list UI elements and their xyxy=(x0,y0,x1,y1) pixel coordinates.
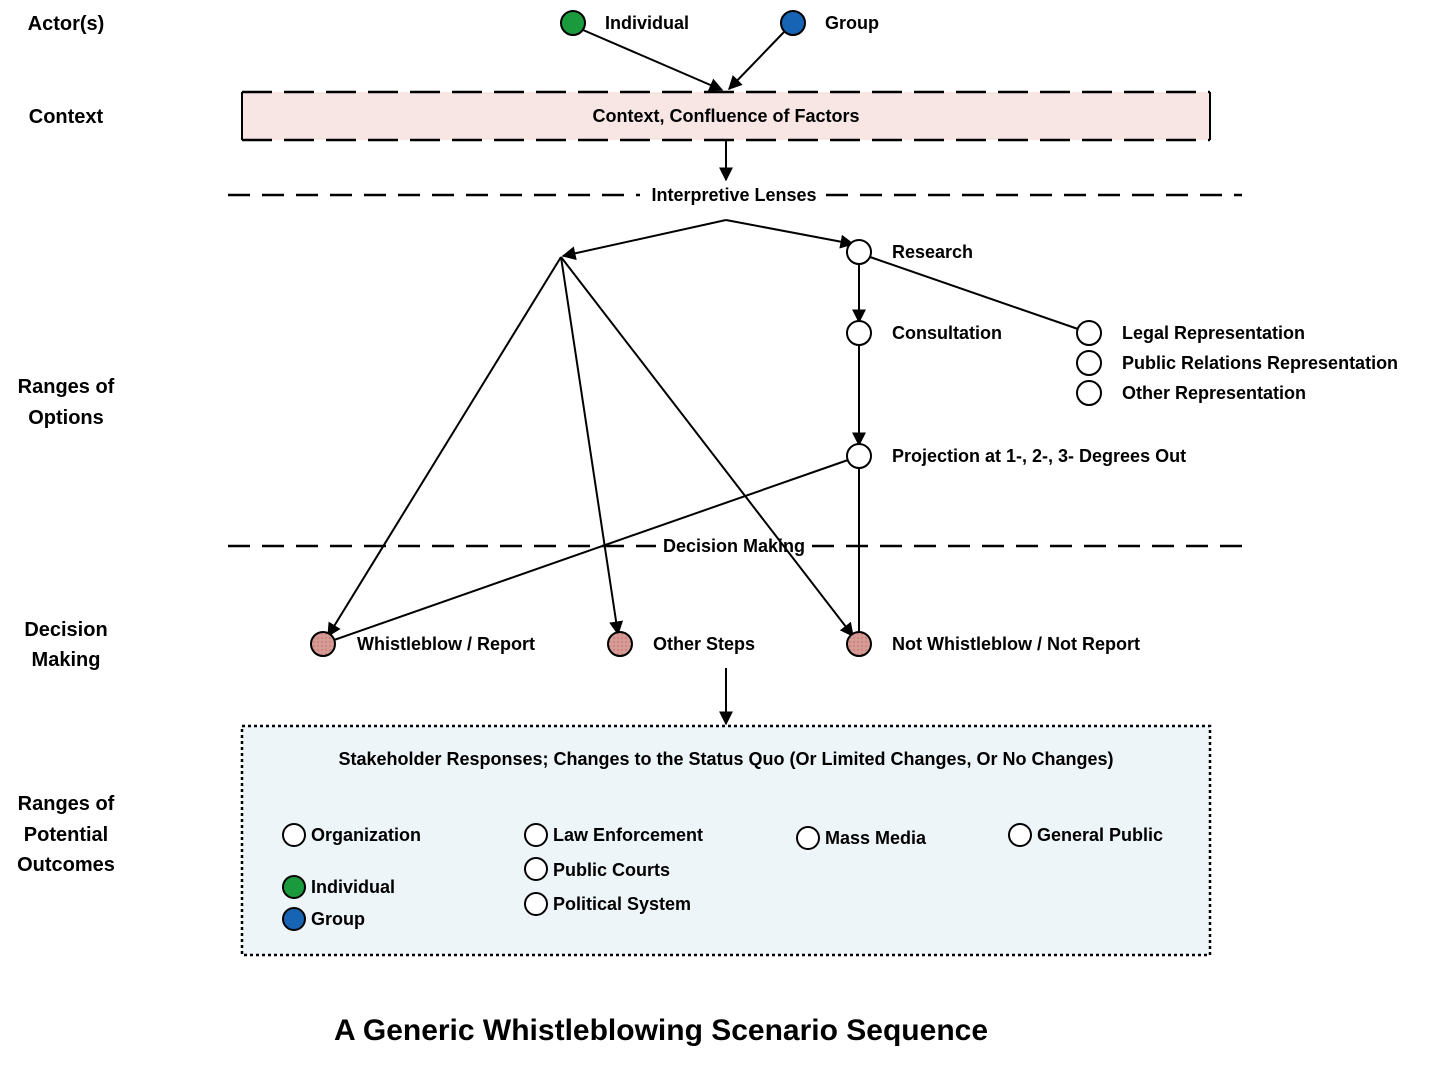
edge-individual-to-context xyxy=(582,29,724,92)
decision-making-divider: Decision Making xyxy=(228,536,1242,556)
public-courts-label: Public Courts xyxy=(553,860,670,880)
law-enforcement-node xyxy=(524,823,548,847)
edge-group-to-context xyxy=(728,31,785,91)
research-label: Research xyxy=(892,242,973,262)
lane-decision-line2: Making xyxy=(32,649,101,671)
whistleblow-node xyxy=(310,631,336,657)
lane-decision-line1: Decision xyxy=(24,619,107,641)
outcome-individual-label: Individual xyxy=(311,877,395,897)
whistleblow-label: Whistleblow / Report xyxy=(357,634,535,654)
context-box-label: Context, Confluence of Factors xyxy=(592,106,859,126)
edge-lenses-to-research xyxy=(725,219,855,249)
outcome-individual-node xyxy=(282,875,306,899)
other-rep-label: Other Representation xyxy=(1122,383,1306,403)
research-node xyxy=(846,239,872,265)
political-system-node xyxy=(524,892,548,916)
option-nodes: Research Consultation Legal Representati… xyxy=(846,239,1398,469)
outcomes-box: Stakeholder Responses; Changes to the St… xyxy=(240,724,1212,957)
projection-label: Projection at 1-, 2-, 3- Degrees Out xyxy=(892,446,1186,466)
other-rep-node xyxy=(1076,380,1102,406)
organization-node xyxy=(282,823,306,847)
law-enforcement-label: Law Enforcement xyxy=(553,825,703,845)
consultation-label: Consultation xyxy=(892,323,1002,343)
option-edges xyxy=(327,219,1079,641)
legal-label: Legal Representation xyxy=(1122,323,1305,343)
edge-lenses-to-branch xyxy=(561,219,727,261)
edge-research-to-legal xyxy=(869,256,1079,330)
outcome-group-label: Group xyxy=(311,909,365,929)
interpretive-lenses-label: Interpretive Lenses xyxy=(651,185,816,205)
political-system-label: Political System xyxy=(553,894,691,914)
public-relations-label: Public Relations Representation xyxy=(1122,353,1398,373)
consultation-node xyxy=(846,320,872,346)
lane-labels: Actor(s) Context Ranges of Options Decis… xyxy=(17,13,115,876)
organization-label: Organization xyxy=(311,825,421,845)
other-steps-node xyxy=(607,631,633,657)
projection-node xyxy=(846,443,872,469)
outcomes-heading: Stakeholder Responses; Changes to the St… xyxy=(338,749,1113,769)
legal-node xyxy=(1076,320,1102,346)
edge-branch-to-other-steps xyxy=(560,256,624,636)
edge-branch-to-whistleblow xyxy=(327,256,562,638)
lane-options-line1: Ranges of xyxy=(18,376,115,398)
actors: Individual Group xyxy=(560,10,879,92)
lane-context: Context xyxy=(29,106,104,128)
public-relations-node xyxy=(1076,350,1102,376)
group-label: Group xyxy=(825,13,879,33)
individual-label: Individual xyxy=(605,13,689,33)
mass-media-node xyxy=(796,826,820,850)
interpretive-lenses-divider: Interpretive Lenses xyxy=(228,185,1242,205)
mass-media-label: Mass Media xyxy=(825,828,927,848)
public-courts-node xyxy=(524,857,548,881)
lane-actors: Actor(s) xyxy=(28,13,105,35)
general-public-node xyxy=(1008,823,1032,847)
context-box: Context, Confluence of Factors xyxy=(241,90,1211,142)
general-public-label: General Public xyxy=(1037,825,1163,845)
lane-outcomes-line3: Outcomes xyxy=(17,854,115,876)
individual-node xyxy=(560,10,586,36)
lane-options-line2: Options xyxy=(28,407,104,429)
other-steps-label: Other Steps xyxy=(653,634,755,654)
outcomes-box-frame xyxy=(240,724,1212,957)
not-whistleblow-label: Not Whistleblow / Not Report xyxy=(892,634,1140,654)
decision-making-label: Decision Making xyxy=(663,536,805,556)
lane-outcomes-line1: Ranges of xyxy=(18,793,115,815)
context-box-fill xyxy=(242,92,1210,140)
not-whistleblow-node xyxy=(846,631,872,657)
edge-projection-to-whistleblow xyxy=(333,459,849,641)
edge-branch-to-not-whistleblow xyxy=(560,256,854,638)
outcome-group-node xyxy=(282,907,306,931)
decision-nodes: Whistleblow / Report Other Steps Not Whi… xyxy=(310,631,1140,657)
group-node xyxy=(780,10,806,36)
diagram-title: A Generic Whistleblowing Scenario Sequen… xyxy=(334,1014,988,1047)
lane-outcomes-line2: Potential xyxy=(24,824,108,846)
